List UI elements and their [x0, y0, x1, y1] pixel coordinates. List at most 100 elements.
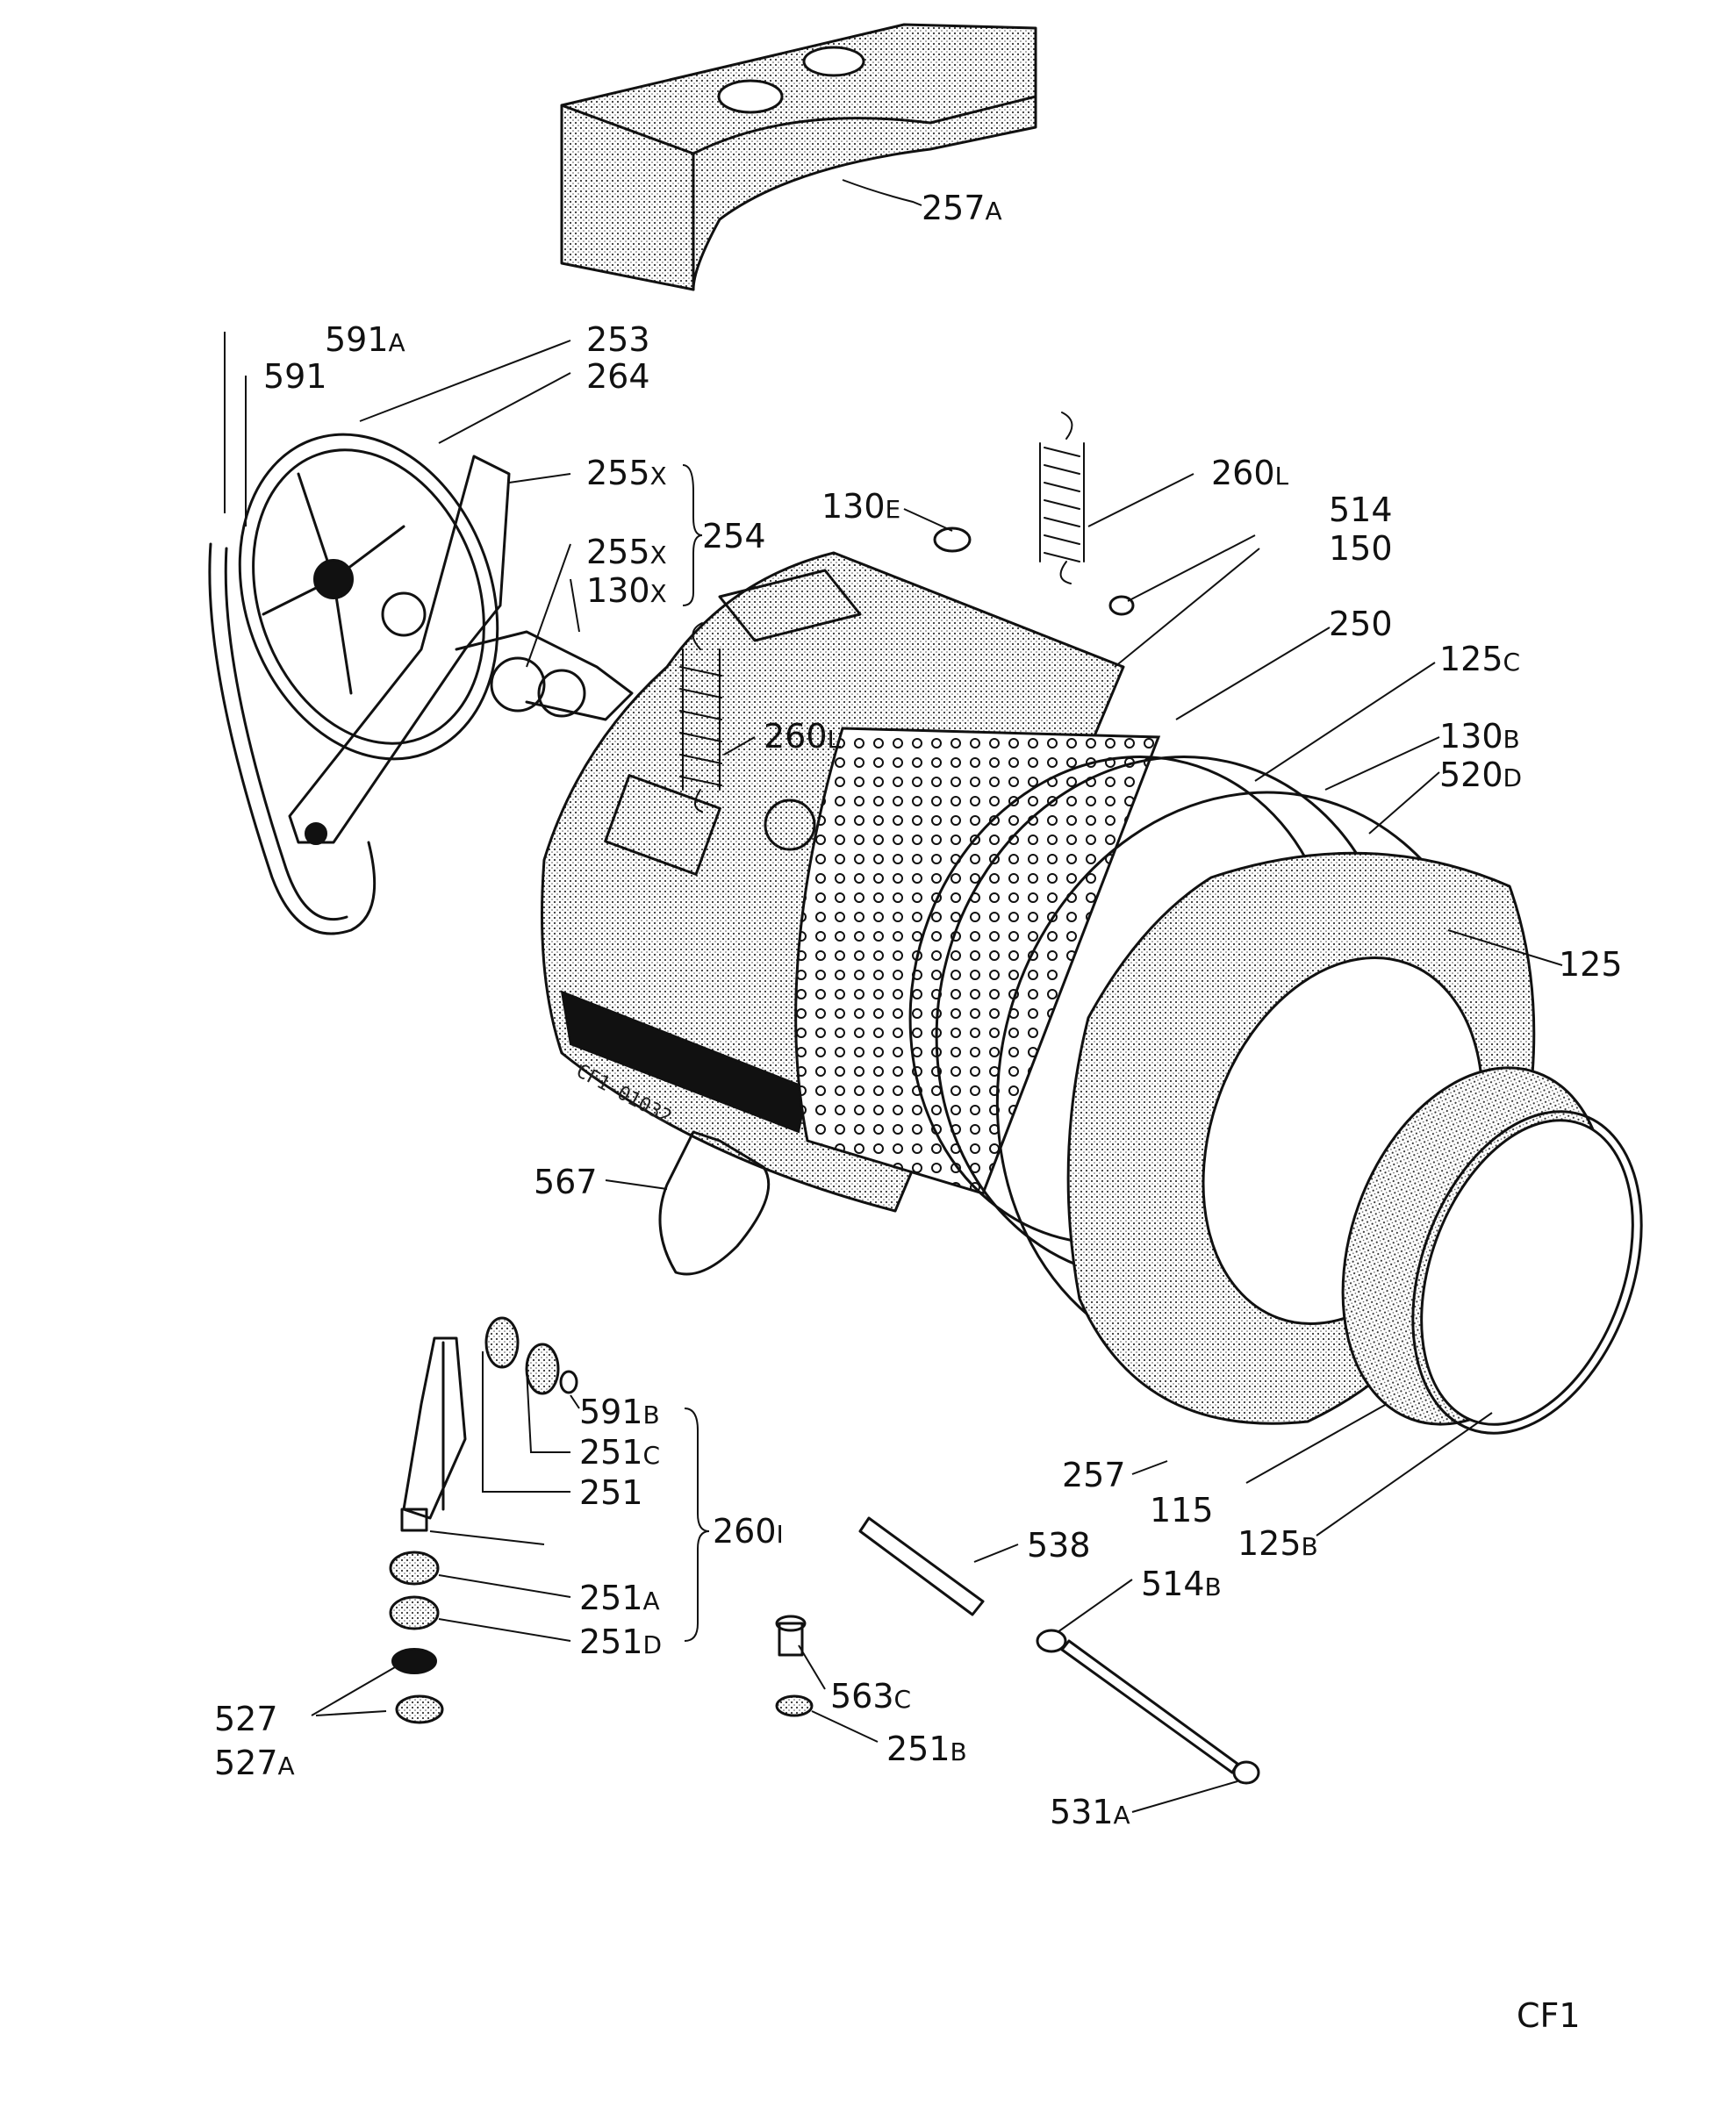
label-number: 255	[586, 533, 650, 571]
label-number: 257	[922, 189, 986, 227]
label-260i: 260I	[713, 1512, 784, 1551]
label-suffix: L	[828, 725, 842, 754]
label-number: 257	[1062, 1456, 1126, 1494]
label-591: 591	[263, 357, 327, 396]
label-number: 514	[1141, 1565, 1205, 1603]
label-suffix: X	[650, 541, 667, 569]
label-number: 254	[702, 517, 766, 555]
label-number: 251	[579, 1433, 643, 1472]
perforated-drum-part	[794, 727, 1161, 1195]
drawing-code: CF1	[1517, 1996, 1581, 2035]
label-suffix: A	[986, 197, 1002, 226]
label-number: 591	[325, 320, 389, 359]
brace-260i	[684, 1408, 710, 1642]
part-labels: 257A 591A 591 253 264 255X 254 255X 130X…	[214, 189, 1623, 1831]
label-suffix: C	[1503, 648, 1521, 677]
label-suffix: A	[278, 1751, 295, 1780]
label-suffix: B	[1205, 1572, 1222, 1601]
label-suffix: D	[643, 1630, 663, 1659]
label-number: 527	[214, 1744, 278, 1782]
label-150: 150	[1329, 529, 1393, 568]
label-suffix: D	[1503, 763, 1523, 792]
grommet-130e-part	[933, 526, 972, 553]
label-527: 527	[214, 1700, 278, 1738]
label-251a: 251A	[579, 1579, 660, 1617]
label-251c: 251C	[579, 1433, 660, 1472]
label-254: 254	[702, 517, 766, 555]
label-suffix: A	[1114, 1801, 1130, 1830]
label-number: 591	[263, 357, 327, 396]
brace-254	[682, 464, 703, 606]
label-number: 130	[1439, 717, 1503, 756]
label-number: 514	[1329, 491, 1393, 529]
label-538: 538	[1027, 1526, 1091, 1565]
label-125: 125	[1559, 945, 1623, 984]
label-257: 257	[1062, 1456, 1126, 1494]
label-130b: 130B	[1439, 717, 1520, 756]
label-number: 260	[764, 717, 828, 756]
label-number: 251	[579, 1473, 643, 1512]
counterweight-top-part	[560, 23, 1037, 291]
drum-pulley-part	[238, 433, 499, 761]
label-number: 250	[1329, 605, 1393, 643]
label-251d: 251D	[579, 1622, 662, 1661]
label-255x-bottom: 255X	[586, 533, 667, 571]
suspension-spring-lower-part	[679, 622, 722, 813]
label-suffix: B	[1302, 1532, 1318, 1561]
label-suffix: C	[894, 1685, 912, 1714]
label-number: 251	[579, 1579, 643, 1617]
label-260l-bottom: 260L	[764, 717, 842, 756]
label-563c: 563C	[830, 1677, 911, 1716]
label-number: 260	[1211, 454, 1275, 492]
label-number: 531	[1050, 1793, 1114, 1831]
label-130x: 130X	[586, 571, 667, 610]
label-number: 527	[214, 1700, 278, 1738]
label-514b: 514B	[1141, 1565, 1222, 1603]
label-suffix: B	[950, 1737, 967, 1766]
suspension-spring-upper-part	[1039, 412, 1085, 584]
label-number: 264	[586, 357, 650, 396]
label-suffix: A	[389, 328, 405, 357]
label-number: 520	[1439, 756, 1503, 794]
label-251: 251	[579, 1473, 643, 1512]
label-125c: 125C	[1439, 640, 1520, 678]
label-250: 250	[1329, 605, 1393, 643]
label-number: 253	[586, 320, 650, 359]
label-567: 567	[534, 1163, 598, 1201]
label-number: 115	[1150, 1491, 1214, 1529]
label-number: 251	[579, 1622, 643, 1661]
label-number: 563	[830, 1677, 894, 1716]
label-number: 150	[1329, 529, 1393, 568]
label-255x-top: 255X	[586, 454, 667, 492]
label-257a: 257A	[922, 189, 1002, 227]
label-520d: 520D	[1439, 756, 1522, 794]
label-number: 255	[586, 454, 650, 492]
label-260l-top: 260L	[1211, 454, 1289, 492]
lower-bracket-part	[658, 1130, 771, 1276]
label-suffix: C	[643, 1441, 661, 1470]
label-suffix: X	[650, 462, 667, 491]
label-number: 130	[821, 487, 886, 526]
label-suffix: E	[886, 495, 901, 524]
plug-514-part	[1108, 595, 1135, 616]
bearing-bracket-part	[288, 455, 634, 845]
label-number: 538	[1027, 1526, 1091, 1565]
label-251b: 251B	[886, 1730, 967, 1768]
label-527a: 527A	[214, 1744, 295, 1782]
label-253: 253	[586, 320, 650, 359]
label-number: 130	[586, 571, 650, 610]
label-531a: 531A	[1050, 1793, 1130, 1831]
label-suffix: L	[1275, 462, 1289, 491]
drive-belt-part	[208, 542, 377, 935]
pin-part	[858, 1516, 985, 1616]
leader-lines	[224, 179, 1563, 1813]
label-115: 115	[1150, 1491, 1214, 1529]
label-number: 591	[579, 1393, 643, 1431]
label-suffix: B	[643, 1400, 660, 1429]
bolt-part	[1036, 1629, 1260, 1785]
label-514: 514	[1329, 491, 1393, 529]
label-suffix: X	[650, 579, 667, 608]
label-264: 264	[586, 357, 650, 396]
damper-assembly-part	[389, 1316, 578, 1724]
